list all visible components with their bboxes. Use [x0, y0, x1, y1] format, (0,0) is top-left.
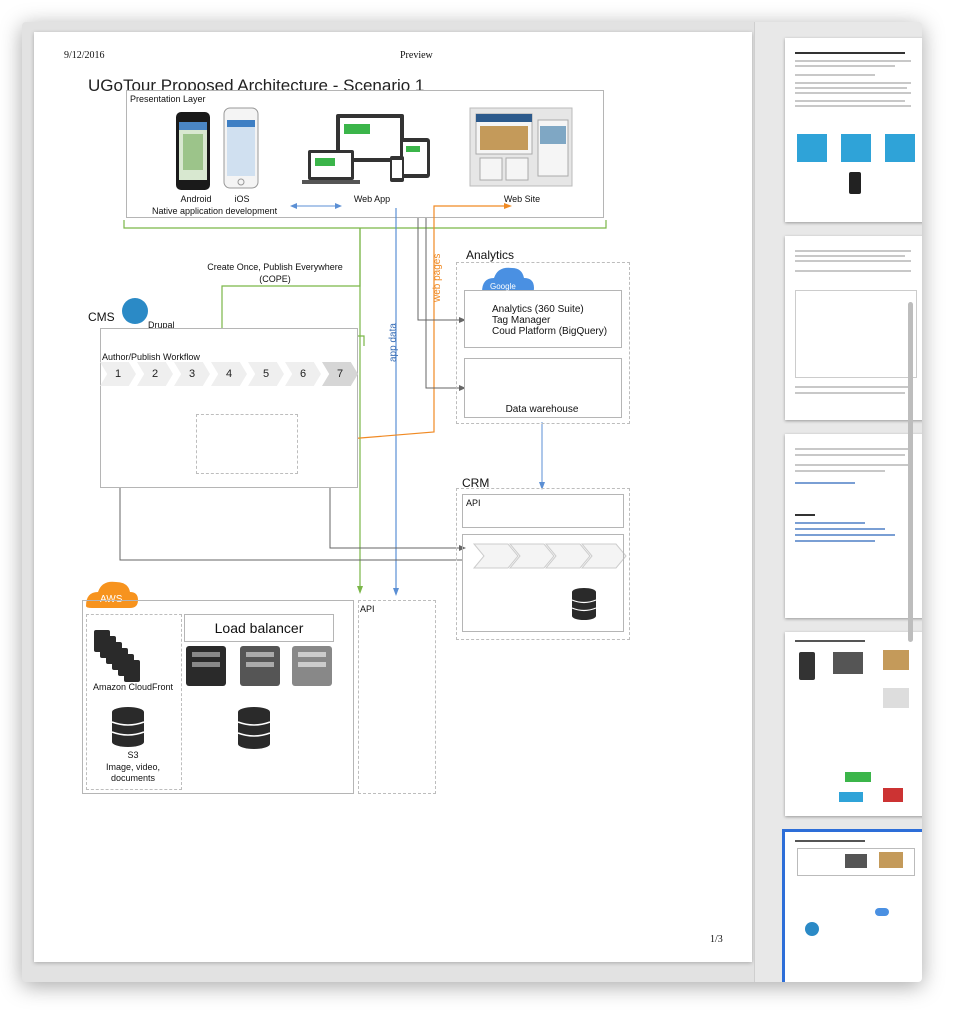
thumbnail-page-4[interactable] — [785, 632, 922, 816]
cms-label: CMS — [88, 310, 115, 324]
data-warehouse-box — [464, 358, 622, 418]
load-balancer-servers-icon — [186, 646, 332, 686]
diagram-art — [86, 107, 627, 749]
aws-cloud-icon — [86, 581, 138, 608]
drupal-icon — [122, 298, 148, 324]
cms-box — [100, 328, 358, 488]
web-app-devices-icon — [302, 114, 430, 184]
web-pages-line — [285, 205, 506, 445]
cloud-platform-label: Coud Platform (BigQuery) — [492, 326, 608, 337]
presentation-bracket — [123, 220, 607, 229]
load-balancer-box: Load balancer — [184, 614, 334, 642]
crm-database-icon — [571, 588, 597, 620]
print-header-title: Preview — [400, 50, 433, 61]
iphone-icon — [223, 107, 259, 189]
s3-sub1-label: Image, video, — [105, 762, 161, 772]
aws-badge: AWS — [100, 594, 123, 605]
tag-manager-label: Tag Manager — [492, 315, 551, 326]
s3-sub2-label: documents — [110, 773, 156, 783]
thumbnail-page-1[interactable] — [785, 38, 922, 222]
s3-label: S3 — [127, 750, 139, 760]
app-data-label: app data — [388, 323, 399, 362]
android-phone-icon — [176, 112, 210, 190]
aws-box — [82, 600, 354, 794]
analytics-box — [456, 262, 630, 424]
web-pages-label: web pages — [432, 253, 443, 302]
s3-database-icon — [111, 707, 145, 747]
cms-storage-box — [196, 414, 298, 474]
workflow-step-label: 1 — [114, 368, 122, 380]
cloudfront-servers-icon — [94, 630, 140, 682]
aws-api-box — [358, 600, 436, 794]
crm-label: CRM — [462, 476, 490, 490]
workflow-step-label: 3 — [188, 368, 196, 380]
workflow-step-label: 7 — [336, 368, 344, 380]
thumbnail-page-3[interactable] — [785, 434, 922, 618]
analytics-360-label: Analytics (360 Suite) — [492, 304, 584, 315]
web-site-screenshot-icon — [469, 107, 573, 187]
thumbnail-page-2[interactable] — [785, 236, 922, 420]
cope-subtitle: (COPE) — [259, 274, 291, 284]
crm-box — [456, 488, 630, 640]
native-label: Native application development — [152, 206, 278, 216]
preview-window: 9/12/2016 Preview UGoTour Proposed Archi… — [22, 22, 922, 982]
workflow-step-label: 4 — [225, 368, 233, 380]
sidebar-scrollbar[interactable] — [908, 302, 913, 642]
web-site-label: Web Site — [503, 194, 541, 204]
crm-workflow-chevrons — [472, 543, 627, 569]
workflow-step-label: 5 — [262, 368, 270, 380]
crm-workflow-box — [462, 534, 624, 632]
cloudfront-label: Amazon CloudFront — [92, 682, 174, 692]
analytics-label: Analytics — [466, 248, 515, 262]
aws-cdn-box — [86, 614, 182, 790]
presentation-layer-label: Presentation Layer — [130, 94, 206, 104]
data-warehouse-label: Data warehouse — [505, 404, 579, 415]
crm-api-box — [462, 494, 624, 528]
workflow-step-label: 6 — [299, 368, 307, 380]
workflow-step-label: 2 — [151, 368, 159, 380]
load-balancer-database-icon — [237, 707, 271, 749]
thumbnail-page-5-selected[interactable] — [782, 829, 922, 982]
android-label: Android — [180, 194, 212, 204]
workflow-label: Author/Publish Workflow — [102, 352, 200, 362]
cope-title: Create Once, Publish Everywhere — [207, 262, 343, 272]
google-cloud-icon — [482, 267, 534, 296]
document-page: 9/12/2016 Preview UGoTour Proposed Archi… — [34, 32, 752, 962]
workflow-step-5: 5 — [248, 362, 284, 386]
page-number: 1/3 — [710, 934, 723, 945]
google-services-box — [464, 290, 622, 348]
print-date: 9/12/2016 — [64, 50, 105, 61]
drupal-label: Drupal — [148, 320, 175, 330]
web-app-label: Web App — [353, 194, 391, 204]
aws-api-label: API — [360, 604, 375, 614]
thumbnail-sidebar[interactable] — [754, 22, 922, 982]
ios-label: iOS — [234, 194, 250, 204]
google-label: Google — [490, 282, 516, 291]
crm-api-label: API — [466, 498, 481, 508]
